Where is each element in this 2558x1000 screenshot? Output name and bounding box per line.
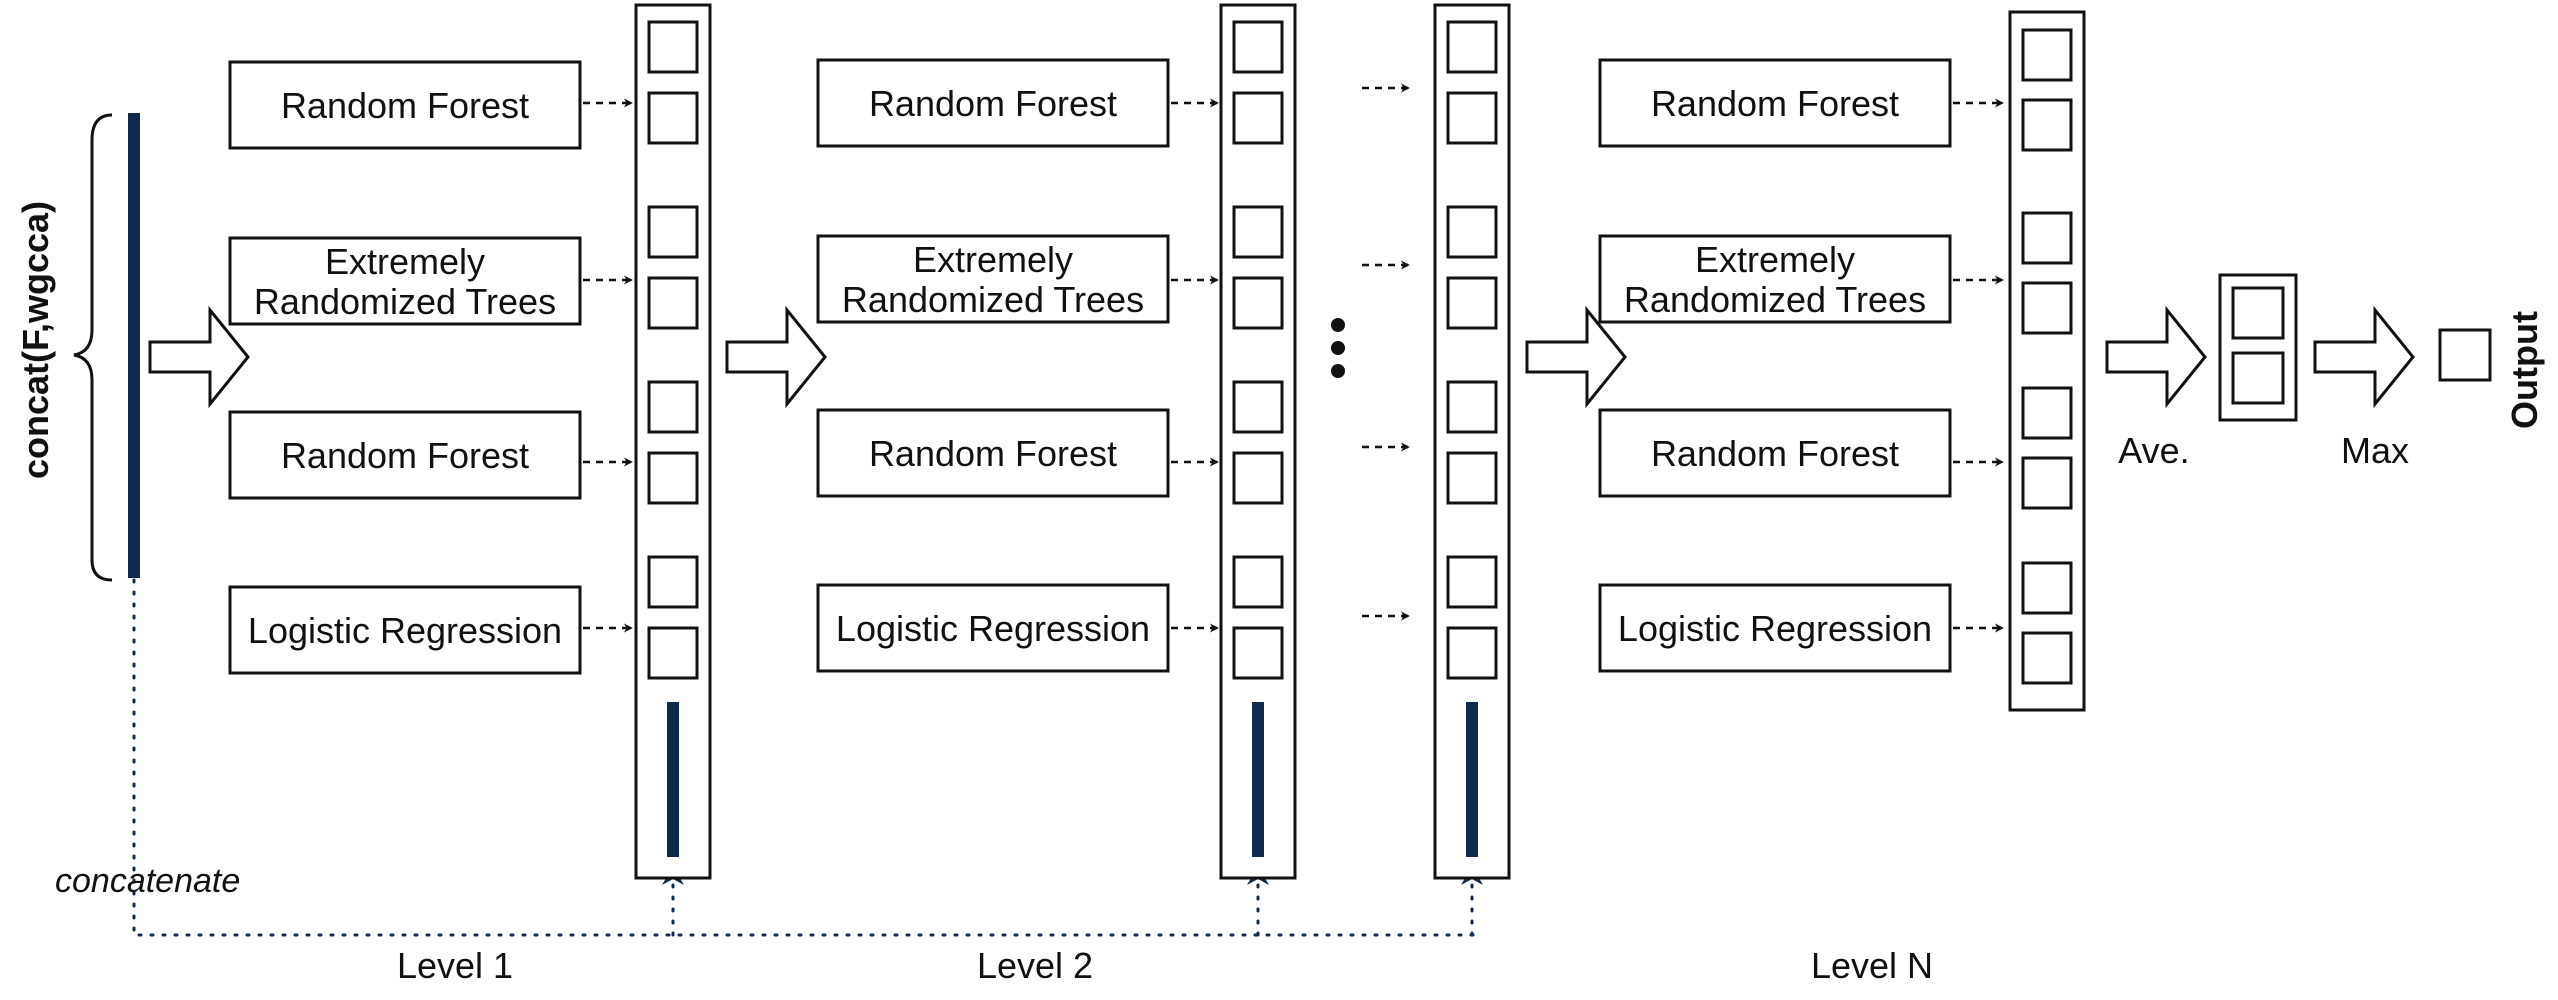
arrow-into-level-n bbox=[1525, 305, 1627, 409]
estimator-label: Random Forest bbox=[1651, 433, 1899, 474]
input-brace bbox=[73, 113, 113, 582]
augmented-feature-bar bbox=[1466, 702, 1478, 857]
estimator-label: Logistic Regression bbox=[248, 610, 562, 651]
estimator-box: Random Forest bbox=[816, 58, 1170, 148]
concatenate-label: concatenate bbox=[55, 862, 240, 900]
arrow-to-average bbox=[2105, 305, 2207, 409]
ellipsis-dots bbox=[1331, 318, 1345, 378]
input-label: concat(F,wgcca) bbox=[15, 201, 56, 479]
augmented-feature-bar bbox=[667, 702, 679, 857]
estimator-label: Random Forest bbox=[1651, 83, 1899, 124]
output-cell bbox=[2438, 328, 2492, 382]
output-label: Output bbox=[2504, 311, 2545, 429]
class-vector-cells bbox=[2021, 28, 2073, 685]
estimator-label: Random Forest bbox=[281, 85, 529, 126]
class-vector-cells bbox=[1232, 20, 1284, 680]
average-label: Ave. bbox=[2118, 430, 2189, 471]
estimator-box: Random Forest bbox=[228, 60, 582, 150]
class-vector-cells bbox=[647, 20, 699, 680]
augmented-feature-bar bbox=[1252, 702, 1264, 857]
estimator-label: Logistic Regression bbox=[836, 608, 1150, 649]
estimator-box: Logistic Regression bbox=[1598, 583, 1952, 673]
arrow-into-level-1 bbox=[148, 305, 250, 409]
level-label: Level 1 bbox=[397, 945, 513, 986]
average-cell bbox=[2231, 286, 2285, 340]
estimator-box: Random Forest bbox=[1598, 58, 1952, 148]
arrow-into-level-2 bbox=[725, 305, 827, 409]
estimator-label: Random Forest bbox=[281, 435, 529, 476]
concatenate-path bbox=[132, 578, 1477, 937]
arrow-to-max bbox=[2313, 305, 2415, 409]
max-label: Max bbox=[2341, 430, 2409, 471]
estimator-box: Random Forest bbox=[1598, 408, 1952, 498]
estimator-box: Random Forest bbox=[816, 408, 1170, 498]
estimator-box: Logistic Regression bbox=[228, 585, 582, 675]
estimator-label: Random Forest bbox=[869, 433, 1117, 474]
estimator-box: Logistic Regression bbox=[816, 583, 1170, 673]
input-feature-bar bbox=[128, 113, 140, 578]
class-vector-cells bbox=[1446, 20, 1498, 680]
estimator-box: Random Forest bbox=[228, 410, 582, 500]
level-label: Level N bbox=[1811, 945, 1933, 986]
estimator-label: Logistic Regression bbox=[1618, 608, 1932, 649]
average-cell bbox=[2231, 351, 2285, 405]
estimator-label: Random Forest bbox=[869, 83, 1117, 124]
level-label: Level 2 bbox=[977, 945, 1093, 986]
